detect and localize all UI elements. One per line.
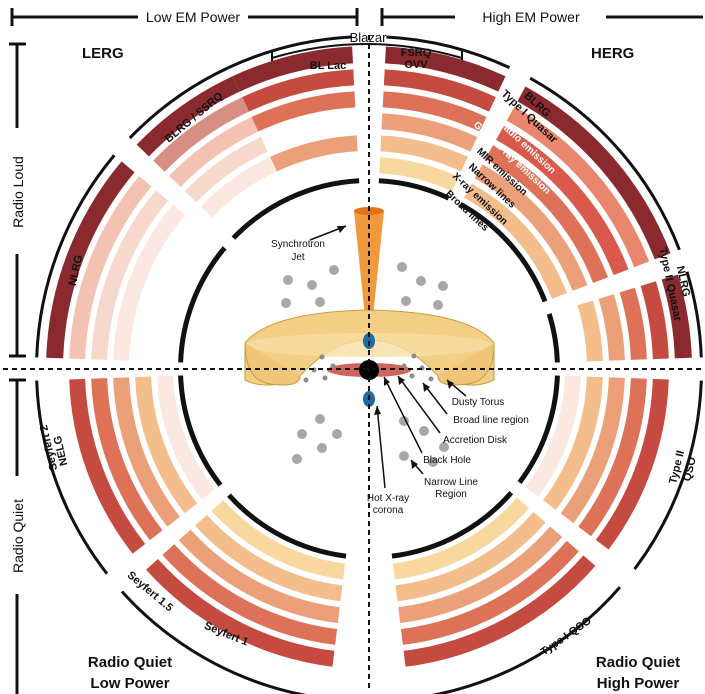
bl-lac-label: BL Lac bbox=[310, 60, 346, 72]
seyfert2-sector-inner-outline bbox=[178, 375, 223, 487]
fsrq-sector-band-2 bbox=[382, 91, 487, 132]
radio-quiet-low-power-line1: Radio Quiet bbox=[88, 654, 172, 671]
radio-quiet-high-power-line2: High Power bbox=[597, 675, 680, 692]
type2-qso-sector-band-4 bbox=[543, 376, 603, 510]
seyfert1-sector-band-1 bbox=[146, 559, 335, 667]
blrg-type1-sector-band-3 bbox=[485, 145, 608, 283]
herg-label: HERG bbox=[591, 45, 634, 62]
accretion-disk-label: Accretion Disk bbox=[443, 435, 508, 446]
emission-rings bbox=[35, 35, 703, 694]
fsrq-sector-band-5 bbox=[379, 157, 459, 192]
bl-lac-sector-band-2 bbox=[251, 91, 356, 132]
lerg-label: LERG bbox=[82, 45, 124, 62]
radio-quiet-low-power-line2: Low Power bbox=[90, 675, 169, 692]
fsrq-sector-band-0 bbox=[385, 46, 506, 92]
seyfert1-sector-band-4 bbox=[195, 514, 343, 602]
radio-quiet-label: Radio Quiet bbox=[10, 499, 26, 573]
seyfert1-sector-band-3 bbox=[178, 529, 340, 624]
blrg-ssrq-sector-band-4 bbox=[200, 156, 277, 218]
type1-qso-sector-band-5 bbox=[392, 497, 529, 580]
nlrg-left-sector-band-2 bbox=[91, 190, 169, 360]
type2-qso-sector-band-1 bbox=[595, 378, 669, 550]
blrg-ssrq-sector-band-0 bbox=[136, 76, 240, 157]
seyfert2-sector-band-2 bbox=[91, 378, 163, 541]
seyfert1-sector-band-5 bbox=[211, 500, 346, 580]
type1-qso-label: Type I QSO bbox=[539, 615, 594, 659]
bl-lac-sector-outer-outline bbox=[227, 35, 352, 70]
jet-label: Jet bbox=[291, 252, 305, 263]
synchrotron-label: Synchrotron bbox=[271, 239, 325, 250]
low-em-power-label: Low EM Power bbox=[146, 9, 240, 25]
radio-quiet-bar: Radio Quiet bbox=[9, 378, 26, 694]
blrg-type1-sector-band-5 bbox=[464, 183, 567, 299]
low-em-power-bar: Low EM Power bbox=[10, 8, 359, 26]
seyfert2-sector-band-5 bbox=[157, 375, 215, 500]
seyfert1-sector-inner-outline bbox=[227, 493, 347, 559]
nlrg-left-sector-inner-outline bbox=[178, 246, 227, 363]
narrow-line-label: Narrow Line bbox=[424, 477, 478, 488]
seyfert2-sector-band-4 bbox=[135, 376, 198, 514]
seyfert2-sector-band-3 bbox=[113, 377, 180, 527]
radio-quiet-high-power-line1: Radio Quiet bbox=[596, 654, 680, 671]
narrow-line-clouds bbox=[281, 262, 449, 467]
type1-qso-sector-band-3 bbox=[398, 526, 563, 624]
nlrg-type2-sector-band-3 bbox=[598, 294, 625, 361]
bl-lac-sector-inner-outline bbox=[288, 178, 360, 201]
type1-qso-sector-inner-outline bbox=[391, 491, 514, 559]
type2-qso-sector-band-3 bbox=[560, 377, 625, 524]
nlrg-left-sector-band-0 bbox=[46, 161, 135, 359]
dusty-torus-label: Dusty Torus bbox=[452, 397, 505, 408]
type2-qso-sector-band-5 bbox=[525, 375, 581, 497]
fsrq-sector-band-1 bbox=[383, 69, 496, 112]
fsrq-label: FSRQ bbox=[401, 47, 432, 59]
high-em-power-label: High EM Power bbox=[482, 9, 580, 25]
fsrq-sector-inner-outline bbox=[378, 178, 450, 201]
blrg-ssrq-sector-band-2 bbox=[169, 117, 259, 187]
blrg-ssrq-sector-band-3 bbox=[184, 136, 268, 203]
nlrg-left-sector-band-3 bbox=[113, 204, 186, 361]
blrg-ssrq-sector-outer-outline bbox=[128, 66, 230, 140]
type2-qso-sector-band-2 bbox=[578, 378, 647, 537]
agn-model bbox=[244, 207, 495, 467]
blrg-ssrq-sector-inner-outline bbox=[231, 195, 291, 240]
ovv-label: OVV bbox=[404, 59, 428, 71]
blrg-type1-sector-inner-outline bbox=[459, 201, 548, 303]
corona-label: corona bbox=[373, 505, 404, 516]
nlrg-type2-sector-outer-outline bbox=[685, 271, 703, 358]
nlrg-type2-sector-band-2 bbox=[619, 287, 647, 360]
bl-lac-sector-band-1 bbox=[242, 69, 355, 112]
hot-xray-label: Hot X-ray bbox=[367, 493, 409, 504]
bl-lac-sector-band-4 bbox=[270, 135, 358, 172]
seyfert2-sector-band-1 bbox=[69, 378, 146, 554]
nlrg-type2-sector-inner-outline bbox=[546, 313, 560, 363]
bl-lac-sector-band-0 bbox=[232, 46, 353, 92]
fsrq-sector-band-4 bbox=[380, 135, 468, 172]
broad-line-region-label: Broad line region bbox=[453, 415, 529, 426]
qso-label: QSO bbox=[681, 456, 699, 483]
high-em-power-bar: High EM Power bbox=[380, 8, 703, 26]
type1-qso-sector-band-4 bbox=[395, 512, 546, 602]
blrg-type1-sector-band-2 bbox=[496, 125, 629, 276]
nlrg-type2-sector-band-4 bbox=[577, 300, 603, 362]
nlrg-type2-sector-band-1 bbox=[640, 281, 669, 360]
type2-qso-sector-inner-outline bbox=[517, 375, 560, 484]
blrg-type1-sector-band-1 bbox=[506, 106, 650, 268]
blrg-type1-sector-band-0 bbox=[517, 86, 671, 260]
arrowheads bbox=[337, 226, 454, 469]
nlrg-type2-sector-band-0 bbox=[661, 274, 692, 359]
blrg-type1-sector-band-4 bbox=[474, 164, 588, 291]
fsrq-sector-band-3 bbox=[381, 113, 478, 152]
type1-qso-sector-band-1 bbox=[403, 555, 596, 667]
radio-loud-bar: Radio Loud bbox=[9, 42, 26, 358]
region-label: Region bbox=[435, 489, 467, 500]
type1-qso-sector-band-2 bbox=[400, 540, 579, 645]
radio-loud-label: Radio Loud bbox=[10, 156, 26, 228]
seyfert1-sector-band-2 bbox=[162, 544, 338, 645]
black-hole-label: Black Hole bbox=[423, 455, 471, 466]
fsrq-sector-outer-outline bbox=[386, 35, 511, 70]
nlrg-left-sector-band-1 bbox=[69, 176, 152, 360]
blrg-ssrq-sector-band-1 bbox=[153, 97, 249, 172]
